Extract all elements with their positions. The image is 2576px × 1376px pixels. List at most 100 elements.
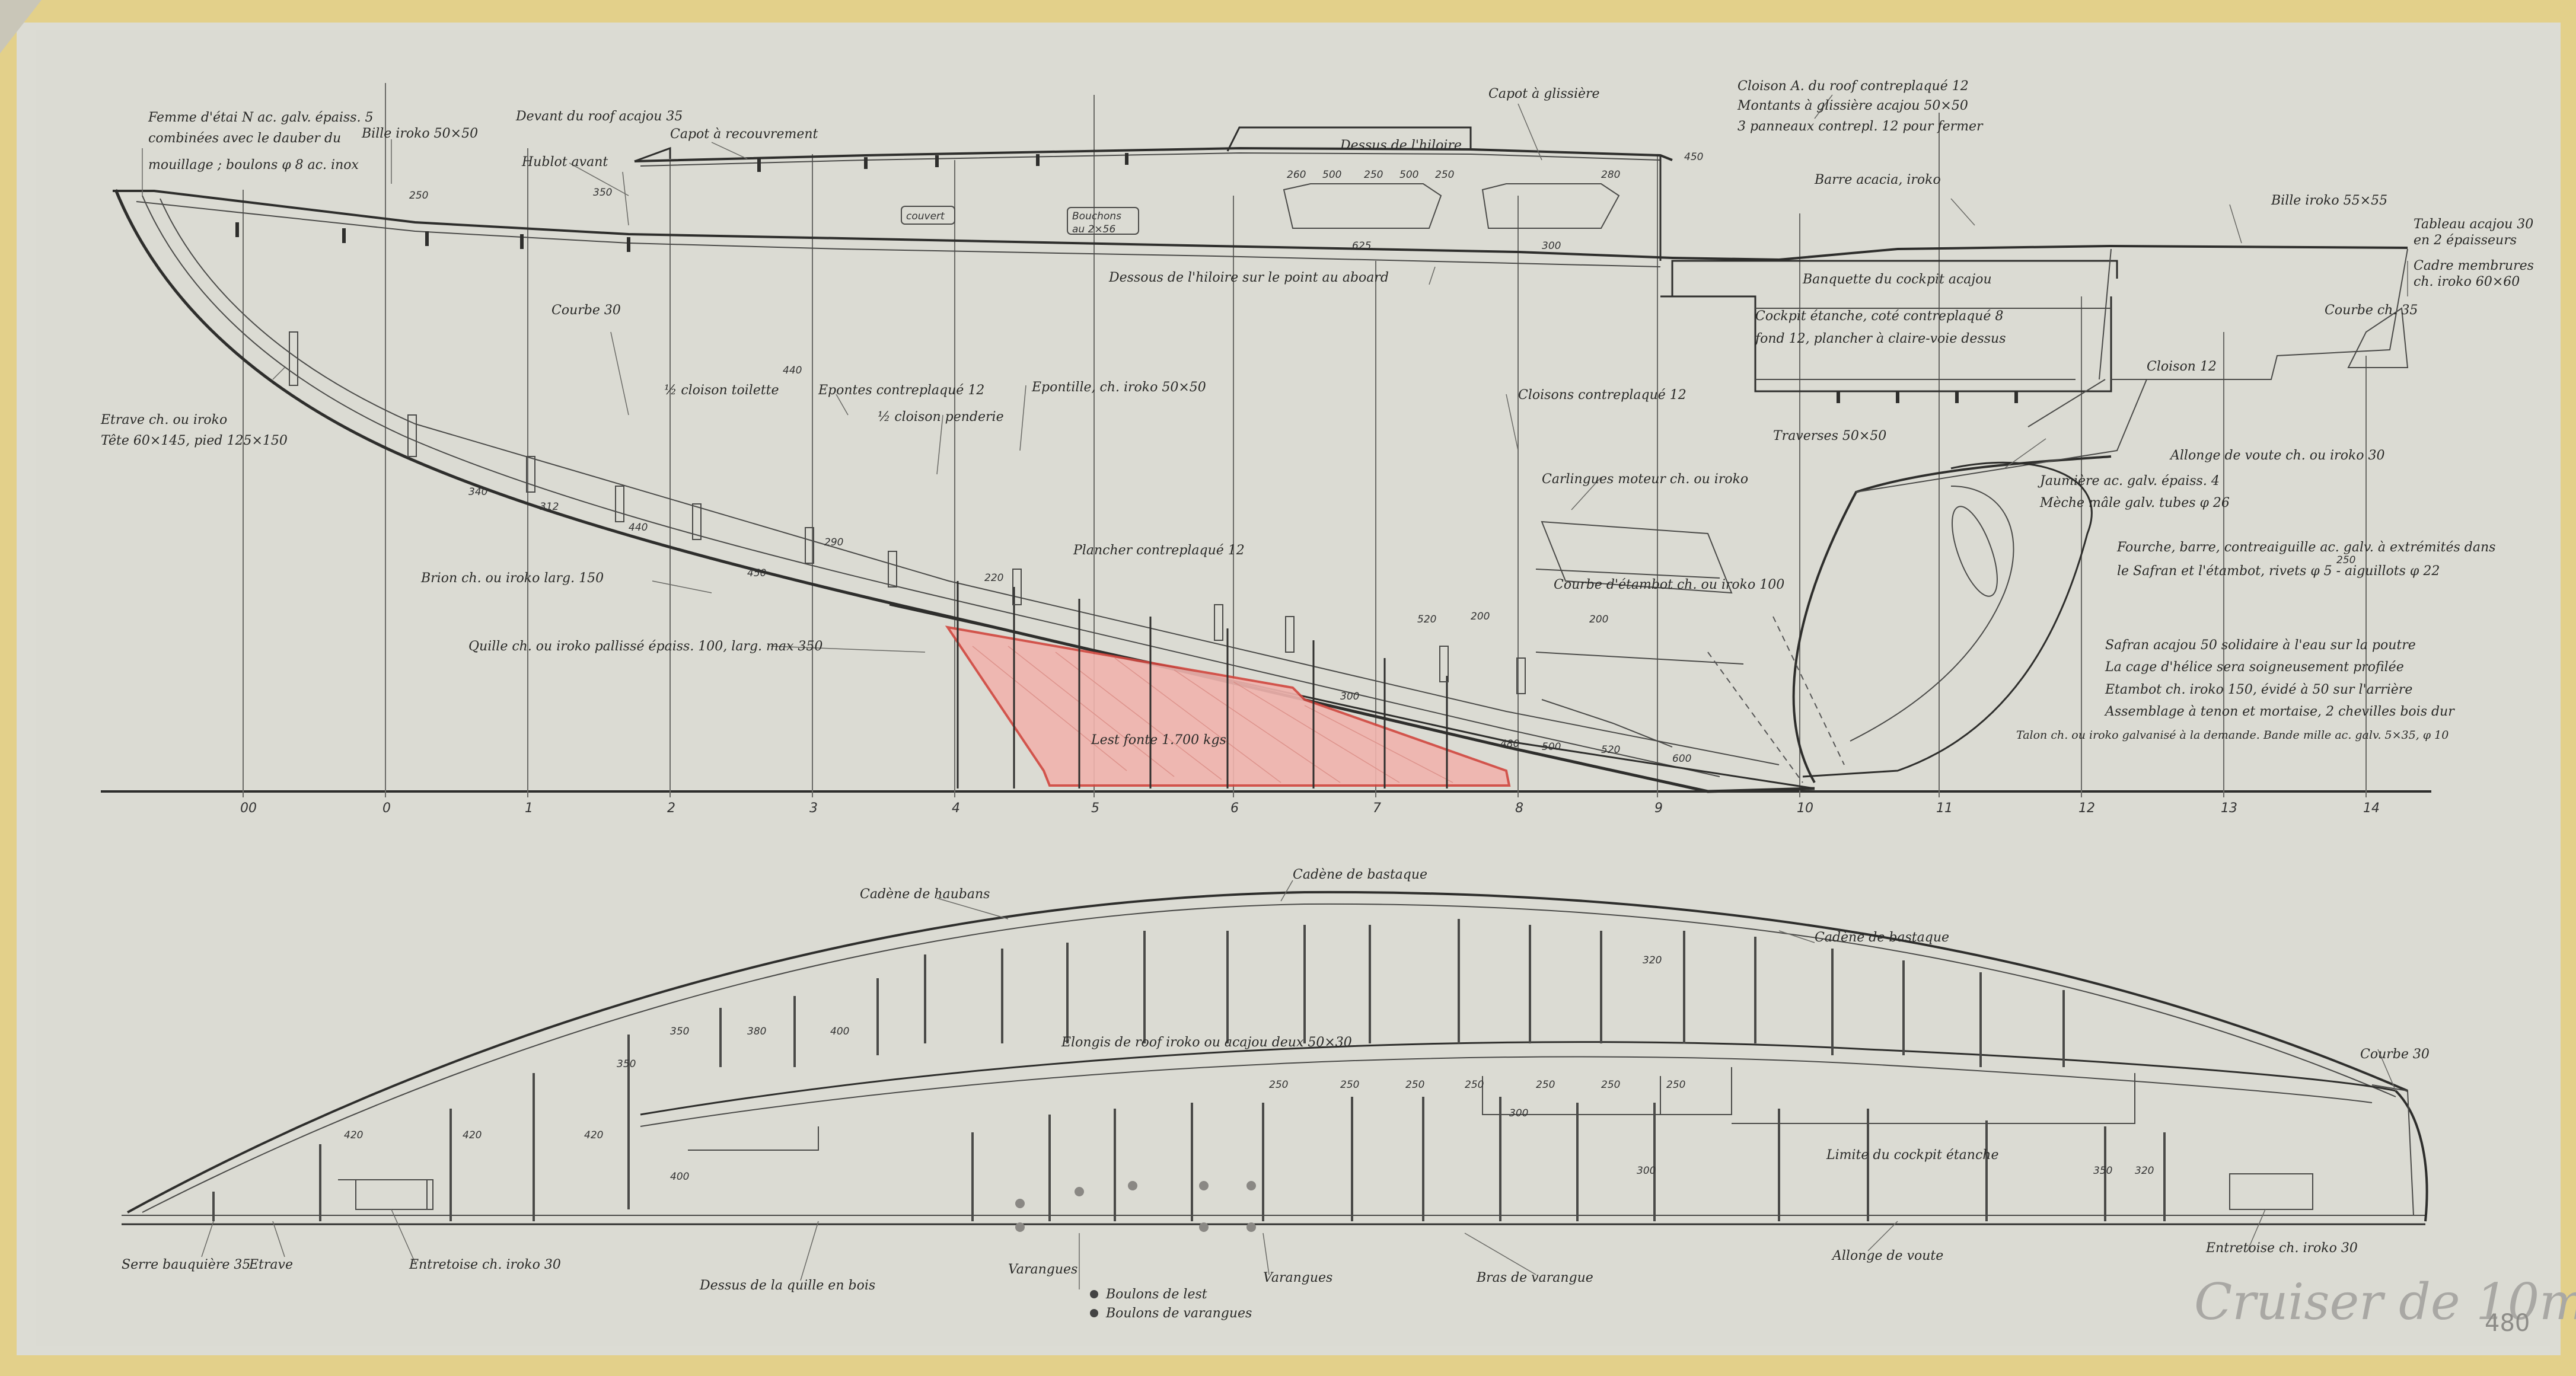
- label-plancher: Plancher contreplaqué 12: [1073, 543, 1245, 558]
- label-jaumiere: Jaumière ac. galv. épaiss. 4: [2038, 474, 2220, 489]
- station-2: 2: [667, 801, 675, 816]
- label-fourche: Fourche, barre, contreaiguille ac. galv.…: [2116, 540, 2495, 555]
- svg-text:450: 450: [747, 567, 766, 579]
- svg-text:350: 350: [593, 187, 612, 199]
- svg-text:300: 300: [1340, 691, 1359, 703]
- station-13: 13: [2221, 801, 2237, 816]
- station-12: 12: [2078, 801, 2095, 816]
- svg-text:250: 250: [2336, 554, 2355, 566]
- label-dessus-quille: Dessus de la quille en bois: [699, 1278, 875, 1293]
- label-dessus-hiloire: Dessus de l'hiloire: [1340, 138, 1462, 153]
- label-entretoise-aft: Entretoise ch. iroko 30: [2205, 1241, 2358, 1256]
- label-courbe-etambot: Courbe d'étambot ch. ou iroko 100: [1554, 577, 1784, 592]
- label-fond-12: fond 12, plancher à claire-voie dessus: [1754, 331, 2006, 346]
- label-etrave-plan: Etrave: [248, 1257, 293, 1272]
- svg-text:260: 260: [1287, 169, 1306, 181]
- label-tableau-acajou: Tableau acajou 30: [2414, 217, 2533, 232]
- label-varangues-left: Varangues: [1008, 1262, 1077, 1277]
- station-6: 6: [1230, 801, 1239, 816]
- station-8: 8: [1515, 801, 1523, 816]
- svg-text:320: 320: [1643, 954, 1662, 966]
- svg-text:300: 300: [1542, 240, 1561, 252]
- label-cadre-membrures: Cadre membrures: [2414, 258, 2534, 273]
- label-barre-acacia: Barre acacia, iroko: [1814, 173, 1941, 187]
- label-cloison-12: Cloison 12: [2147, 359, 2217, 374]
- label-cloison-toilette: ½ cloison toilette: [664, 383, 779, 398]
- label-allonge-voute: Allonge de voute ch. ou iroko 30: [2169, 448, 2385, 463]
- svg-text:250: 250: [1465, 1079, 1484, 1091]
- svg-text:420: 420: [344, 1129, 363, 1141]
- plan-labels: Cadène de haubans Cadène de bastaque Cad…: [122, 867, 2430, 1321]
- svg-text:250: 250: [1601, 1079, 1620, 1091]
- label-femme-etai: Femme d'étai N ac. galv. épaiss. 5: [148, 110, 373, 125]
- label-banquette: Banquette du cockpit acajou: [1802, 272, 1992, 287]
- label-allonge-voute-plan: Allonge de voute: [1831, 1249, 1943, 1263]
- svg-text:250: 250: [1666, 1079, 1685, 1091]
- label-cadene-bastaque-center: Cadène de bastaque: [1293, 867, 1427, 882]
- svg-text:250: 250: [1269, 1079, 1288, 1091]
- svg-text:220: 220: [984, 572, 1003, 584]
- label-courbe-35-aft: Courbe ch. 35: [2325, 303, 2418, 318]
- label-epontes: Epontes contreplaqué 12: [818, 383, 984, 398]
- label-brion: Brion ch. ou iroko larg. 150: [420, 571, 604, 586]
- label-safran-etambot: le Safran et l'étambot, rivets φ 5 - aig…: [2117, 564, 2440, 579]
- station-7: 7: [1373, 801, 1381, 816]
- title-block: Cruiser de 10m 480: [2194, 1273, 2576, 1337]
- svg-text:440: 440: [629, 522, 648, 534]
- label-epaisseurs: en 2 épaisseurs: [2414, 233, 2517, 248]
- label-lest-fonte: Lest fonte 1.700 kgs: [1091, 733, 1226, 748]
- svg-text:250: 250: [409, 190, 428, 202]
- label-capot-glissiere: Capot à glissière: [1488, 87, 1600, 101]
- label-cloison-penderie: ½ cloison penderie: [878, 410, 1004, 424]
- svg-text:600: 600: [1672, 753, 1691, 765]
- svg-text:250: 250: [1364, 169, 1383, 181]
- label-montants-glissiere: Montants à glissière acajou 50×50: [1737, 98, 1968, 113]
- svg-text:350: 350: [2093, 1165, 2112, 1177]
- title-number: 480: [2485, 1310, 2530, 1337]
- label-courbe-30-plan: Courbe 30: [2360, 1047, 2430, 1062]
- svg-text:340: 340: [468, 486, 487, 498]
- svg-text:200: 200: [1589, 614, 1608, 625]
- station-5: 5: [1091, 801, 1099, 816]
- label-bille-iroko-bow: Bille iroko 50×50: [361, 126, 478, 141]
- svg-text:250: 250: [1435, 169, 1454, 181]
- svg-text:420: 420: [584, 1129, 603, 1141]
- label-cadene-bastaque-right: Cadène de bastaque: [1815, 930, 1949, 945]
- label-bille-iroko-stern: Bille iroko 55×55: [2271, 193, 2387, 208]
- plan-dimensions: 320 350 380 400 420 420 420 250 250 250 …: [344, 954, 2154, 1183]
- svg-text:280: 280: [1601, 169, 1620, 181]
- svg-text:500: 500: [1542, 741, 1561, 753]
- tag-au-2x56: au 2×56: [1072, 224, 1115, 235]
- svg-text:200: 200: [1471, 611, 1490, 622]
- svg-text:350: 350: [670, 1026, 689, 1037]
- label-dessous-hiloire: Dessous de l'hiloire sur le point au abo…: [1108, 270, 1389, 285]
- label-elongis: Elongis de roof iroko ou acajou deux 50×…: [1061, 1035, 1352, 1050]
- label-mouillage: mouillage ; boulons φ 8 ac. inox: [148, 158, 359, 173]
- label-assemblage: Assemblage à tenon et mortaise, 2 chevil…: [2104, 704, 2455, 719]
- svg-text:400: 400: [830, 1026, 849, 1037]
- svg-text:300: 300: [1509, 1107, 1528, 1119]
- label-safran: Safran acajou 50 solidaire à l'eau sur l…: [2105, 638, 2416, 653]
- label-panneaux: 3 panneaux contrepl. 12 pour fermer: [1737, 119, 1984, 134]
- label-entretoise-fore: Entretoise ch. iroko 30: [409, 1257, 561, 1272]
- label-cloison-roof: Cloison A. du roof contreplaqué 12: [1737, 79, 1969, 94]
- label-bras-varangue: Bras de varangue: [1476, 1270, 1593, 1285]
- label-limite-cockpit: Limite du cockpit étanche: [1826, 1148, 1998, 1163]
- station-00: 00: [240, 801, 257, 816]
- label-cadene-haubans: Cadène de haubans: [860, 887, 990, 902]
- label-etrave: Etrave ch. ou iroko: [100, 413, 227, 427]
- profile-dimensions: 260 500 250 500 250 625 300 280 350 450 …: [409, 151, 2355, 765]
- svg-text:480: 480: [1500, 738, 1519, 750]
- tag-bouchons: Bouchons: [1072, 210, 1121, 222]
- station-tick-labels: 00 0 1 2 3 4 5 6 7 8 9 10 11 12 13 14: [240, 801, 2380, 816]
- station-11: 11: [1936, 801, 1953, 816]
- plan-view: [122, 880, 2428, 1317]
- svg-text:520: 520: [1417, 614, 1436, 625]
- svg-text:380: 380: [747, 1026, 766, 1037]
- label-epontille: Epontille, ch. iroko 50×50: [1031, 380, 1206, 395]
- label-boulons-lest: Boulons de lest: [1105, 1287, 1207, 1302]
- svg-text:520: 520: [1601, 744, 1620, 756]
- label-devant-roof: Devant du roof acajou 35: [515, 109, 683, 124]
- svg-text:320: 320: [2135, 1165, 2154, 1177]
